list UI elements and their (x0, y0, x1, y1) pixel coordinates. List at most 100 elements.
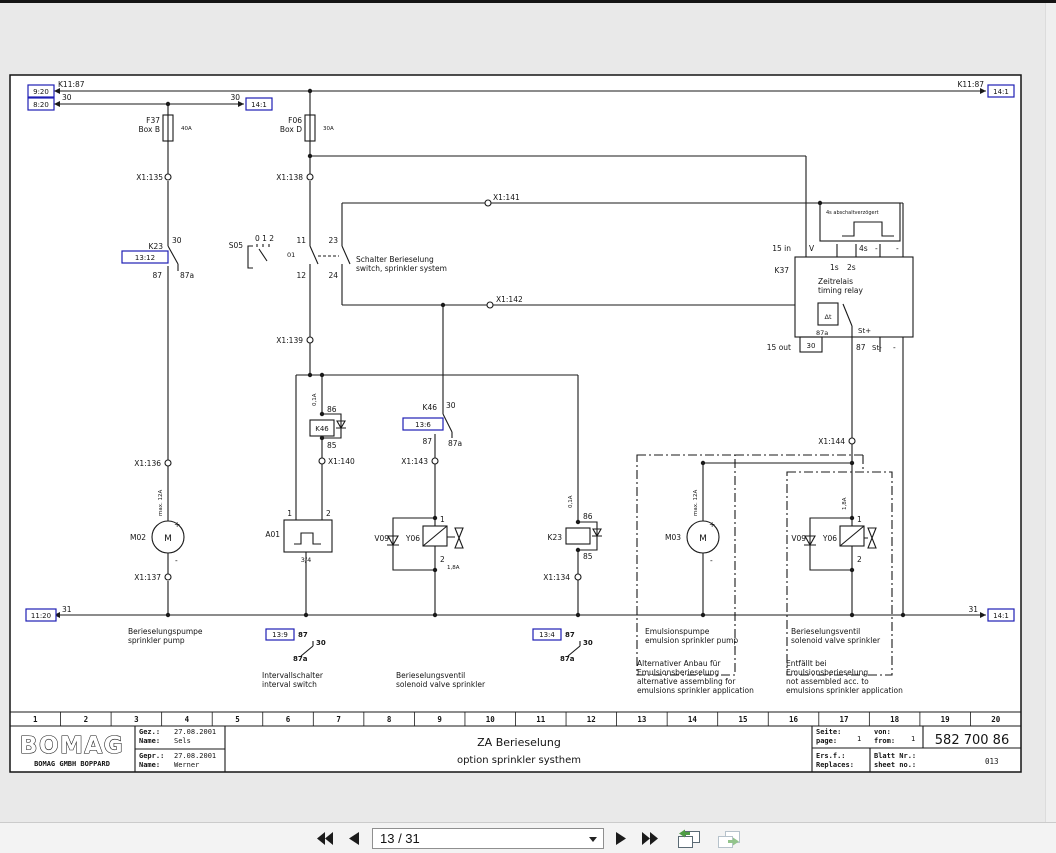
fuse-f06 (304, 114, 316, 142)
vertical-scrollbar[interactable] (1045, 3, 1056, 822)
previous-page-button[interactable] (346, 830, 363, 847)
cross-reference-box (987, 84, 1015, 98)
cross-reference-label: 11:20 (31, 612, 51, 620)
dropdown-arrow-icon[interactable] (589, 836, 597, 842)
schematic-label: 1 (857, 515, 862, 524)
cross-reference-box (27, 97, 55, 111)
schematic-label: A01 (265, 530, 280, 539)
schematic-label: 30 (62, 93, 72, 102)
schematic-label: emulsions sprinkler application (637, 686, 754, 695)
junction-dots (165, 88, 906, 618)
schematic-label: X1:141 (493, 193, 520, 202)
cross-reference-box (265, 628, 295, 641)
first-page-button[interactable] (314, 830, 337, 847)
schematic-label: + (174, 520, 180, 529)
schematic-label: 87 (298, 631, 308, 639)
schematic-label: 1 (287, 509, 292, 518)
schematic-label: Box D (280, 125, 302, 134)
schematic-label: 15 out (767, 343, 791, 352)
cross-reference-label: 14:1 (251, 101, 267, 109)
ruler-number: 15 (738, 715, 747, 724)
last-page-button[interactable] (639, 830, 662, 847)
schematic-label: - (175, 556, 178, 565)
k37-function-box (819, 202, 901, 242)
ruler-number: 17 (840, 715, 849, 724)
schematic-label: 1s (830, 263, 839, 272)
ruler-number: 11 (536, 715, 546, 724)
schematic-label: V (809, 244, 815, 253)
ruler-number: 8 (387, 715, 392, 724)
ruler-number: 18 (890, 715, 900, 724)
solenoid-coil-y06-1 (422, 525, 448, 547)
document-number: 582 700 86 (935, 733, 1009, 748)
schematic-label: 15 in (772, 244, 791, 253)
cross-reference-box (402, 417, 444, 431)
schematic-label: - (875, 244, 878, 253)
schematic-label: M03 (665, 533, 681, 542)
schematic-label: K23 (149, 242, 164, 251)
ruler-number: 1 (33, 715, 38, 724)
schematic-label: 3/4 (301, 556, 311, 564)
schematic-label: Emulsionsberieselung (637, 668, 719, 677)
next-page-button[interactable] (613, 830, 630, 847)
schematic-label: F37 (146, 116, 160, 125)
schematic-label: 87 (422, 437, 432, 446)
cross-reference-box (245, 97, 273, 111)
schematic-label: - (896, 244, 899, 253)
schematic-label: 30 (583, 639, 593, 647)
next-view-icon (718, 830, 740, 848)
interval-switch-a01 (283, 519, 333, 553)
schematic-label: 0,1A (312, 393, 318, 406)
schematic-label: emulsions sprinkler application (786, 686, 903, 695)
sheet-label-en: sheet no.: (874, 761, 916, 769)
previous-view-button[interactable] (676, 828, 702, 849)
schematic-label: 87a (180, 271, 194, 280)
schematic-label: 01 (287, 251, 295, 259)
schematic-label: Zeitrelais (818, 277, 853, 286)
schematic-label: solenoid valve sprinkler (396, 680, 486, 689)
schematic-label: V09 (791, 534, 806, 543)
cross-reference-label: 9:20 (33, 88, 49, 96)
page-value: 1 (857, 735, 861, 743)
replaces-label-de: Ers.f.: (816, 752, 846, 760)
schematic-label: 87a (560, 655, 575, 663)
valve-icons (454, 527, 877, 549)
cross-reference-box (25, 608, 57, 622)
next-view-button[interactable] (716, 828, 742, 849)
schematic-label: Emulsionsberieselung (786, 668, 868, 677)
solenoid-coil-y06-2 (839, 525, 865, 547)
schematic-label: Berieselungspumpe (128, 627, 203, 636)
schematic-label: X1:134 (543, 573, 570, 582)
schematic-label: 86 (327, 405, 337, 414)
schematic-label: M (164, 534, 172, 544)
motor-m03 (686, 520, 720, 554)
cross-reference-label: 13:12 (135, 254, 155, 262)
cross-reference-box (532, 628, 562, 641)
schematic-label: 2 (326, 509, 331, 518)
schematic-label: X1:140 (328, 457, 355, 466)
schematic-label: 2 (857, 555, 862, 564)
schematic-label: 2s (847, 263, 856, 272)
schematic-label: K37 (775, 266, 790, 275)
drawing-title-en: option sprinkler systhem (457, 755, 581, 766)
terminal-circles (164, 173, 856, 581)
ruler-number: 3 (134, 715, 139, 724)
checked-name: Werner (174, 761, 199, 769)
cross-reference-label: 13:6 (415, 421, 431, 429)
of-value: 1 (911, 735, 915, 743)
relay-coil-k23 (565, 527, 591, 545)
schematic-label: St- (872, 344, 882, 352)
ruler-number: 2 (84, 715, 89, 724)
ruler-number: 6 (286, 715, 291, 724)
schematic-label: 0 1 2 (255, 234, 274, 243)
schematic-label: X1:144 (818, 437, 845, 446)
reference-arrow-icons (54, 88, 986, 618)
schematic-label: max. 12A (693, 490, 699, 516)
page-number-combobox[interactable]: 13 / 31 (372, 827, 604, 849)
schematic-label: Entfällt bei (786, 659, 827, 668)
schematic-label: 1 (440, 515, 445, 524)
bomag-logo: BOMAG (20, 733, 124, 759)
schematic-label: X1:137 (134, 573, 161, 582)
ruler-number: 12 (587, 715, 596, 724)
